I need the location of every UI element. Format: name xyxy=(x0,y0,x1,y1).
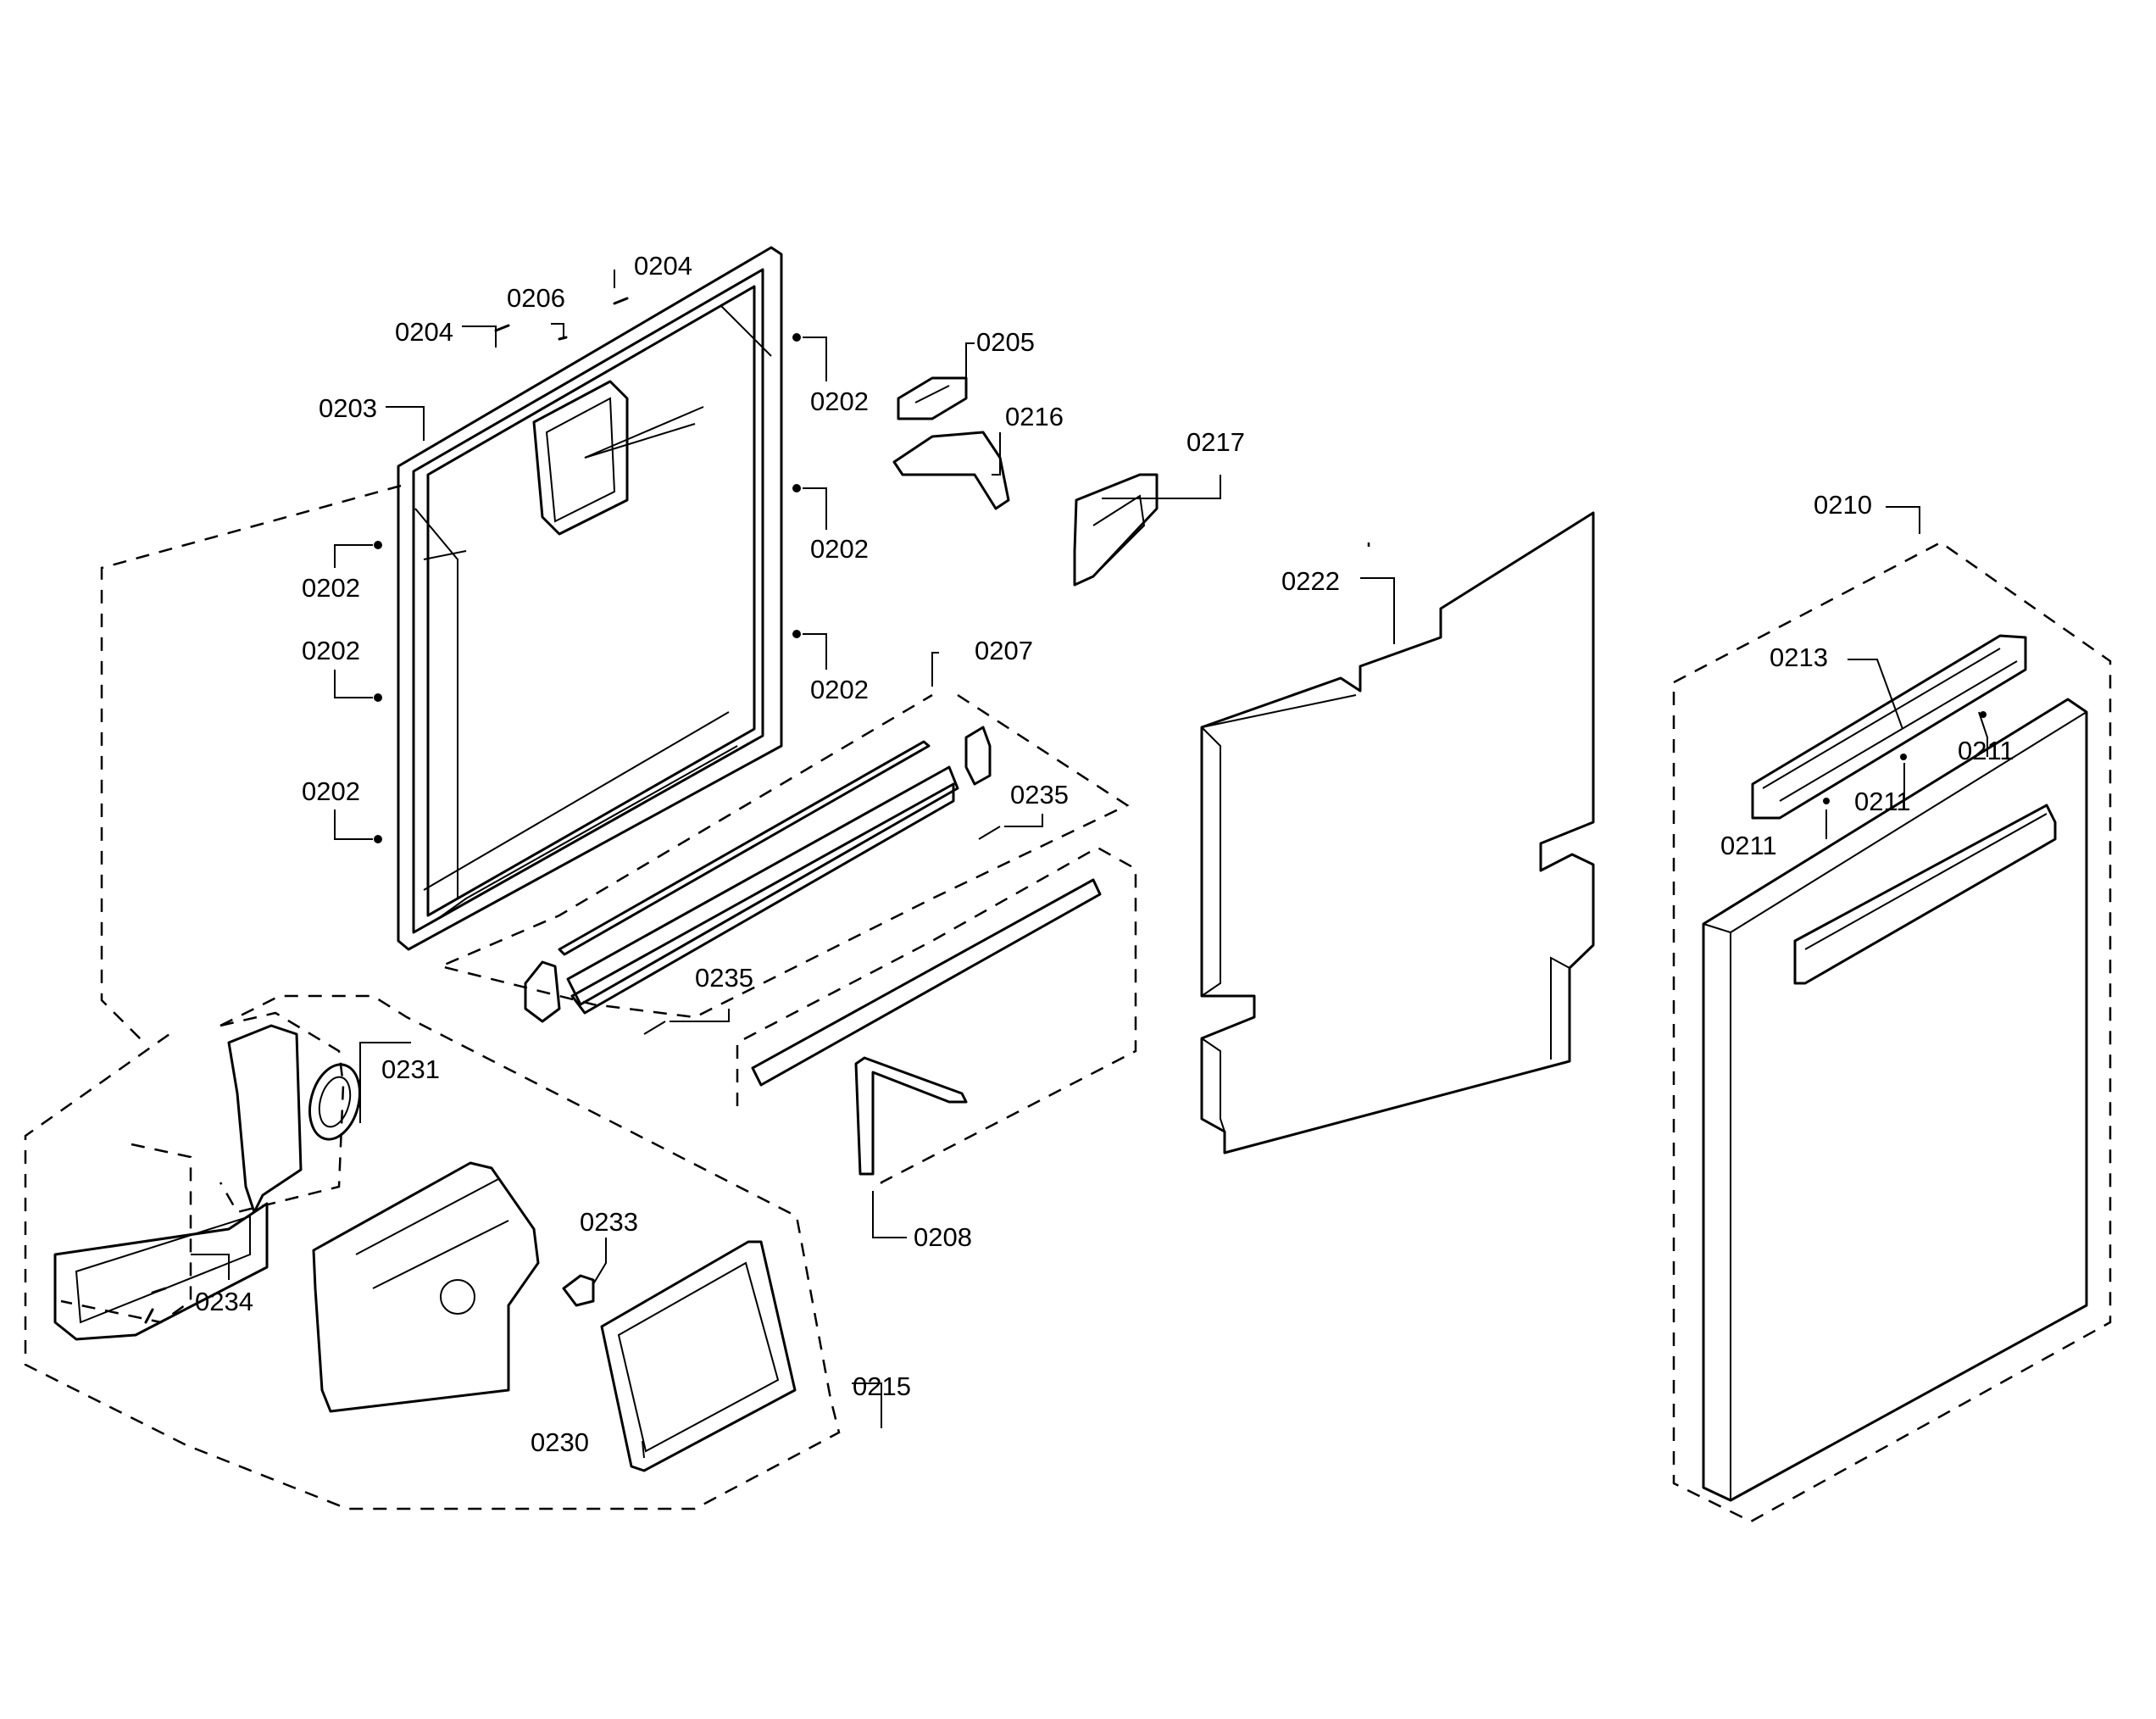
callout-0208: 0208 xyxy=(914,1222,972,1252)
callout-0235-lower: 0235 xyxy=(695,963,753,993)
callout-0233: 0233 xyxy=(580,1207,638,1237)
outer-door-panel xyxy=(1702,634,2088,1502)
callout-0202-right-top: 0202 xyxy=(810,387,869,416)
callout-0215: 0215 xyxy=(853,1371,911,1401)
screw-0202-icon xyxy=(374,693,382,702)
door-latch-parts xyxy=(892,376,1159,587)
callout-0217: 0217 xyxy=(1186,427,1245,457)
callout-0230: 0230 xyxy=(531,1427,589,1457)
callout-0211-right: 0211 xyxy=(1958,736,2014,765)
inner-door-frame xyxy=(397,246,783,951)
screw-0202-icon xyxy=(792,630,801,638)
callout-0211-left: 0211 xyxy=(1720,831,1777,860)
leader-lines xyxy=(191,270,1988,1459)
insulation-panel xyxy=(1200,511,1595,1154)
callout-0202-left-top: 0202 xyxy=(302,573,360,603)
callout-0202-right-mid: 0202 xyxy=(810,534,869,564)
callout-0234: 0234 xyxy=(195,1287,253,1316)
callout-0210: 0210 xyxy=(1814,490,1872,520)
group-outlines xyxy=(24,484,2112,1523)
callout-0202-left-mid: 0202 xyxy=(302,636,360,665)
callout-0231: 0231 xyxy=(381,1054,440,1084)
callout-0207: 0207 xyxy=(975,636,1033,665)
screw-0202-icon xyxy=(374,541,382,549)
callout-0204-right: 0204 xyxy=(634,251,692,281)
screw-0202-icon xyxy=(792,484,801,492)
callout-0206: 0206 xyxy=(507,283,565,313)
callouts: 0203 0204 0206 0204 0202 0202 0202 0202 … xyxy=(195,251,2014,1457)
callout-0216: 0216 xyxy=(1005,402,1064,431)
rail-assembly xyxy=(524,726,1102,1176)
callout-0202-right-bottom: 0202 xyxy=(810,675,869,704)
callout-0202-left-bottom: 0202 xyxy=(302,776,360,806)
control-module xyxy=(53,1024,797,1472)
screws xyxy=(374,297,801,843)
callout-0203: 0203 xyxy=(319,393,377,423)
callout-0211-mid: 0211 xyxy=(1854,787,1911,816)
callout-0204-left: 0204 xyxy=(395,317,453,347)
callout-0205: 0205 xyxy=(976,327,1035,357)
callout-0235-upper: 0235 xyxy=(1010,780,1069,809)
callout-0222: 0222 xyxy=(1281,566,1340,596)
callout-0213: 0213 xyxy=(1770,643,1828,672)
screw-0202-icon xyxy=(792,333,801,342)
screw-0202-icon xyxy=(374,835,382,843)
